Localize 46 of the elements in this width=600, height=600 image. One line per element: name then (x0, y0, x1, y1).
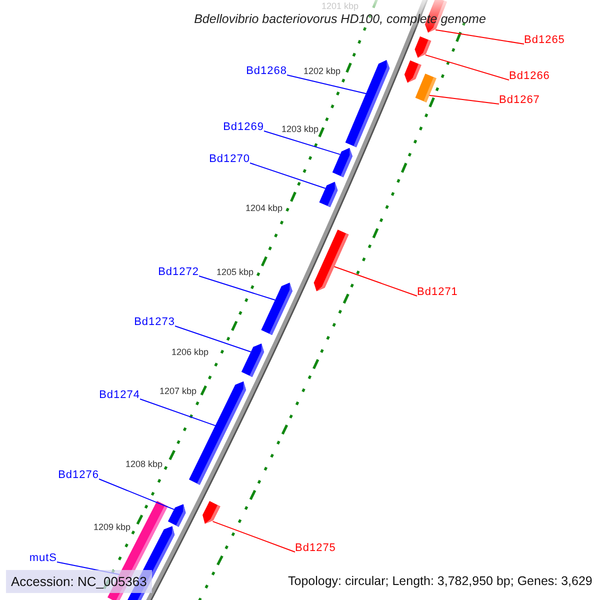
scale-label: 1209 kbp (94, 520, 131, 534)
gene-block (404, 60, 422, 83)
gene-block (202, 501, 220, 524)
gene-block (241, 343, 264, 377)
leader-line (428, 94, 500, 104)
gene-label: Bd1275 (295, 541, 336, 555)
scale-label: 1207 kbp (160, 384, 197, 398)
scale-label: 1203 kbp (282, 122, 319, 136)
leader-line (286, 74, 367, 94)
leader-line (435, 29, 524, 44)
gene-label: Bd1274 (99, 388, 140, 402)
gene-block (345, 60, 390, 148)
gene-block (319, 182, 338, 208)
gene-label: Bd1272 (158, 265, 199, 279)
scale-label: 1205 kbp (216, 266, 254, 278)
leader-line (212, 520, 296, 552)
gene-block (314, 230, 349, 292)
accession-label: Accession: NC_005363 (6, 570, 152, 592)
gene-block (261, 282, 292, 336)
leader-line (140, 398, 216, 426)
scale-label: 1206 kbp (172, 346, 209, 358)
gene-block (332, 148, 352, 178)
scale-label: 1202 kbp (304, 64, 341, 78)
gene-label: mutS (29, 551, 57, 565)
scale-label: 1208 kbp (126, 458, 163, 470)
leader-line (250, 162, 326, 189)
feature-bar (415, 74, 436, 102)
leader-line (98, 478, 174, 510)
gene-block (168, 504, 186, 527)
gene-label: Bd1267 (499, 93, 540, 107)
gene-label: Bd1265 (524, 33, 565, 47)
genome-info-text: Topology: circular; Length: 3,782,950 bp; Genes: 3,629 (288, 572, 592, 589)
gene-block (414, 36, 432, 58)
scale-label: 1204 kbp (246, 202, 283, 214)
gene-label: Bd1268 (246, 64, 287, 78)
gene-label: Bd1271 (417, 285, 458, 299)
leader-line (174, 326, 252, 352)
gene-label: Bd1269 (223, 120, 264, 134)
gene-label: Bd1273 (134, 315, 175, 329)
gene-label: Bd1276 (58, 468, 99, 482)
leader-line (334, 266, 418, 296)
gene-label: Bd1266 (509, 69, 550, 83)
leader-line (424, 54, 510, 80)
gene-label: Bd1270 (209, 152, 250, 166)
leader-line (198, 276, 276, 301)
leader-line (264, 130, 341, 155)
